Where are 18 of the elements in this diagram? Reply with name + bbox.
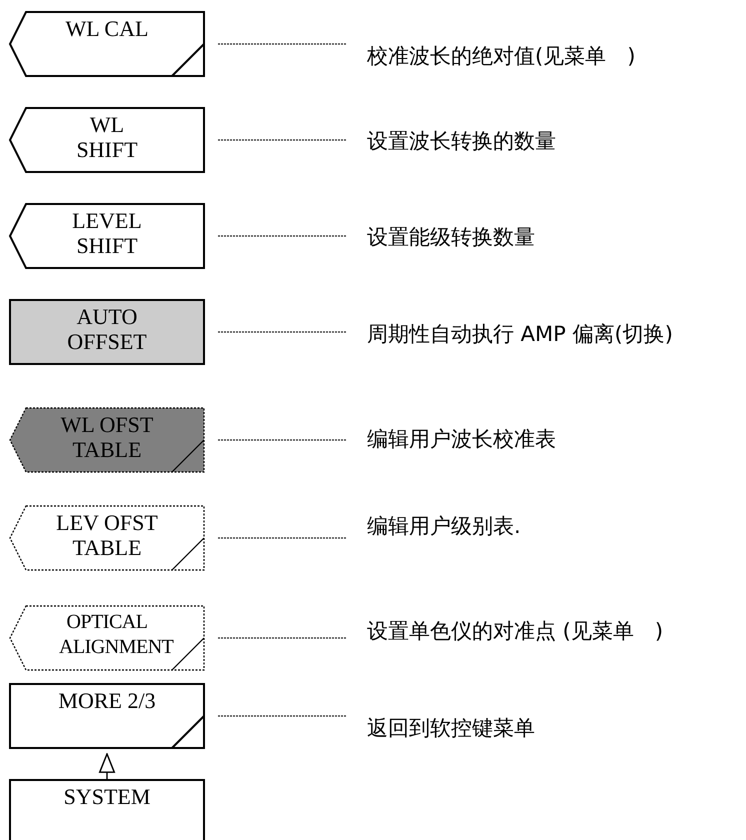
- description-text: 设置能级转换数量: [346, 222, 535, 252]
- description-text: 周期性自动执行 AMP 偏离(切换): [346, 319, 673, 349]
- softkey-button: AUTO OFFSET: [10, 300, 204, 364]
- softkey-button: LEVEL SHIFT: [10, 204, 204, 268]
- softkey-button: SYSTEM: [10, 780, 204, 840]
- softkey-button: MORE 2/3: [10, 684, 204, 748]
- softkey-button: WL OFST TABLE: [10, 408, 204, 472]
- softkey-button: LEV OFST TABLE: [10, 506, 204, 570]
- description-text: 编辑用户波长校准表: [346, 424, 556, 454]
- description-text: 返回到软控键菜单: [346, 713, 535, 743]
- description-text: 设置单色仪的对准点 (见菜单 ): [346, 616, 664, 646]
- description-text: 设置波长转换的数量: [346, 126, 556, 156]
- softkey-button: WL CAL: [10, 12, 204, 76]
- description-text: 编辑用户级别表.: [346, 511, 521, 541]
- description-text: 校准波长的绝对值(见菜单 ): [346, 41, 636, 71]
- softkey-button: WL SHIFT: [10, 108, 204, 172]
- softkey-button: OPTICAL ALIGNMENT: [10, 606, 204, 670]
- arrow: [99, 753, 115, 780]
